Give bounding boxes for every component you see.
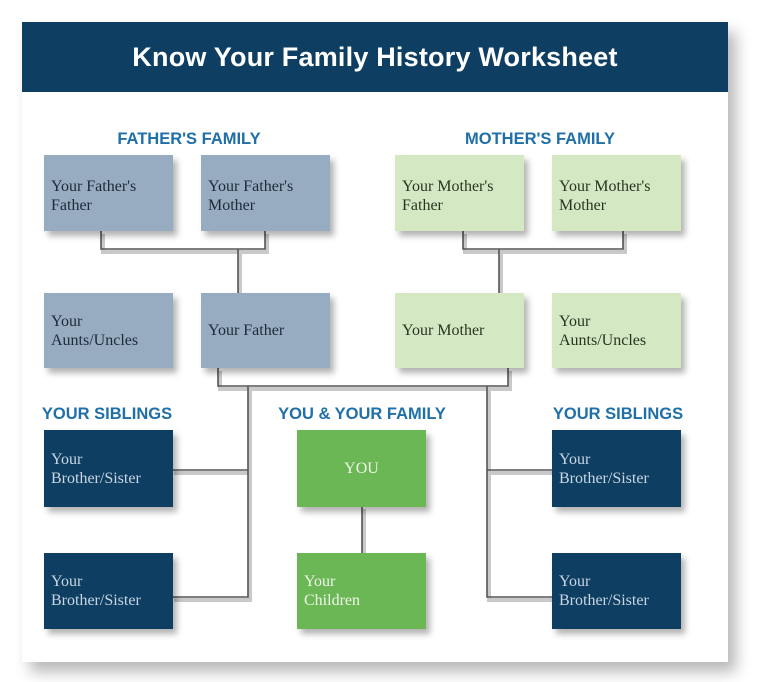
connector-parents — [217, 368, 509, 387]
mothers-mother-box: Your Mother's Mother — [552, 155, 681, 231]
worksheet-title: Know Your Family History Worksheet — [22, 22, 728, 92]
connector-left-siblings — [172, 386, 249, 598]
maternal-aunts-uncles-box: Your Aunts/Uncles — [552, 293, 681, 368]
left-sibling-1-box: Your Brother/Sister — [44, 430, 173, 507]
right-sibling-1-box: Your Brother/Sister — [552, 430, 681, 507]
right-sibling-2-box: Your Brother/Sister — [552, 553, 681, 629]
paternal-aunts-uncles-box: Your Aunts/Uncles — [44, 293, 173, 368]
fathers-mother-box: Your Father's Mother — [201, 155, 330, 231]
connectors — [100, 231, 624, 598]
you-and-your-family-heading: YOU & YOUR FAMILY — [278, 405, 446, 423]
left-sibling-2-box: Your Brother/Sister — [44, 553, 173, 629]
mother-box: Your Mother — [395, 293, 524, 368]
connector-right-siblings — [486, 386, 553, 598]
connector-shadows — [101, 234, 627, 602]
connector-mothers-parents — [462, 231, 624, 250]
fathers-family-heading: FATHER'S FAMILY — [117, 130, 261, 148]
you-box: YOU — [297, 430, 426, 507]
mothers-father-box: Your Mother's Father — [395, 155, 524, 231]
right-siblings-heading: YOUR SIBLINGS — [552, 405, 684, 423]
father-box: Your Father — [201, 293, 330, 368]
left-siblings-heading: YOUR SIBLINGS — [41, 405, 173, 423]
connector-fathers-parents — [100, 231, 266, 250]
children-box: Your Children — [297, 553, 426, 629]
mothers-family-heading: MOTHER'S FAMILY — [465, 130, 615, 148]
fathers-father-box: Your Father's Father — [44, 155, 173, 231]
